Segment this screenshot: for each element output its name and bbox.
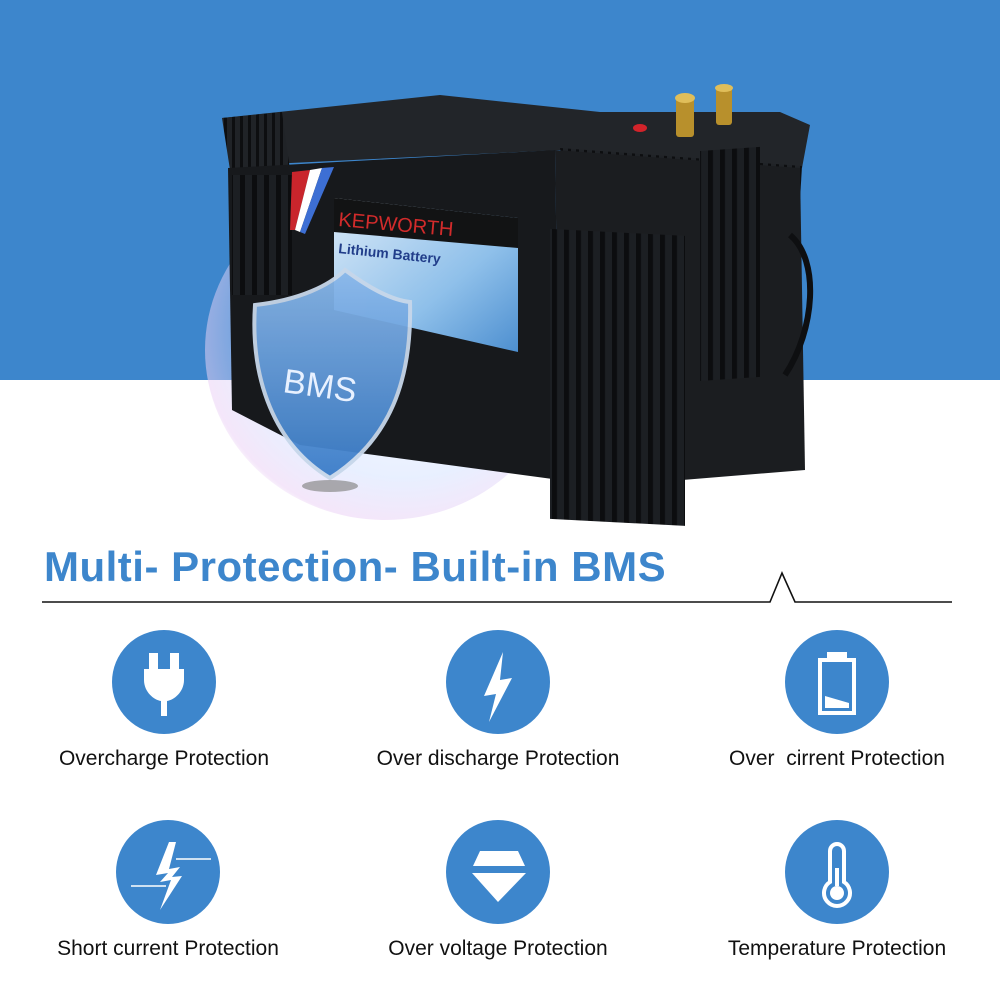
short-circuit-icon (131, 842, 211, 910)
feature-over-discharge: Over discharge Protection (338, 630, 658, 771)
feature-temperature: Temperature Protection (677, 820, 997, 961)
feature-label: Over voltage Protection (388, 937, 608, 960)
feature-icon-circle (446, 820, 550, 924)
feature-icon-circle (785, 630, 889, 734)
feature-over-voltage: Over voltage Protection (338, 820, 658, 961)
feature-short-current: Short current Protection (8, 820, 328, 961)
feature-icon-circle (446, 630, 550, 734)
plug-icon (144, 653, 184, 716)
feature-label: Over discharge Protection (376, 747, 620, 770)
feature-label: Short current Protection (57, 937, 279, 960)
feature-icon-circle (785, 820, 889, 924)
feature-label: Over cirrent Protection (729, 747, 945, 770)
diamond-icon (472, 851, 526, 902)
feature-icon-circle (116, 820, 220, 924)
section-heading: Multi- Protection- Built-in BMS (44, 543, 667, 590)
thermometer-icon (822, 842, 852, 908)
feature-label: Temperature Protection (727, 937, 947, 960)
feature-overcharge: Overcharge Protection (4, 630, 324, 771)
feature-icon-circle (112, 630, 216, 734)
feature-over-current: Over cirrent Protection (677, 630, 997, 771)
battery-low-icon (818, 652, 856, 715)
battery-product-image: KEPWORTH Lithium Battery BMS (222, 84, 814, 526)
lightning-icon (484, 652, 512, 722)
heading-divider (42, 570, 952, 603)
feature-label: Overcharge Protection (58, 747, 270, 770)
